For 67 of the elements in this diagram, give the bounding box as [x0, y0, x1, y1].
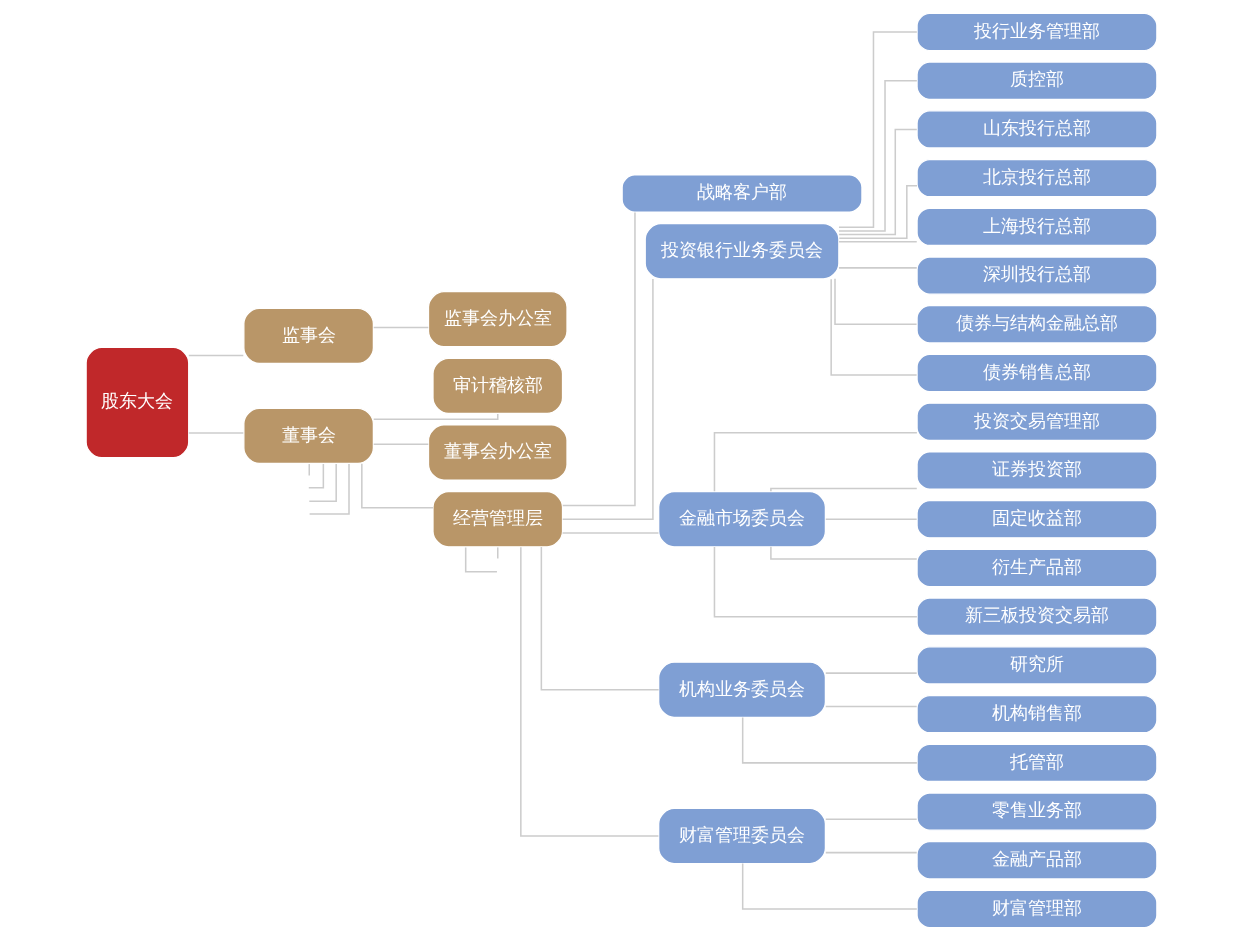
node-box: 机构业务委员会	[657, 661, 826, 718]
node-box: 投资交易管理部	[915, 402, 1157, 441]
node-box: 金融市场委员会	[657, 491, 826, 548]
node-box: 财富管理部	[915, 889, 1157, 929]
connector	[187, 432, 244, 434]
node-box: 财富管理委员会	[657, 807, 826, 865]
node-box: 投资银行业务委员会	[644, 223, 839, 280]
node-box: 监事会	[242, 307, 374, 365]
node-box: 投行业务管理部	[915, 12, 1157, 52]
node-box: 固定收益部	[915, 500, 1157, 539]
connector	[519, 546, 659, 837]
connector	[561, 532, 659, 534]
node-box: 北京投行总部	[915, 158, 1157, 198]
connector	[824, 705, 917, 708]
node-box: 质控部	[915, 61, 1157, 100]
connector	[837, 128, 918, 236]
connector	[837, 241, 918, 243]
connector	[372, 326, 429, 329]
node-box: 债券销售总部	[915, 353, 1157, 393]
connector	[837, 267, 918, 269]
connector	[741, 716, 918, 764]
node-box: 零售业务部	[915, 792, 1157, 831]
node-box: 董事会	[242, 407, 374, 465]
connector	[360, 463, 434, 509]
node-box: 深圳投行总部	[915, 256, 1157, 295]
connector	[837, 79, 918, 232]
connector	[561, 211, 636, 507]
connector	[307, 463, 324, 489]
connector	[308, 463, 337, 503]
node-box: 山东投行总部	[915, 110, 1157, 149]
connector	[496, 546, 499, 560]
connector	[741, 862, 918, 910]
connector	[713, 431, 918, 493]
node-box: 战略客户部	[621, 174, 863, 213]
connector	[561, 278, 654, 520]
node-box: 研究所	[915, 646, 1157, 685]
connector	[824, 672, 917, 674]
connector	[833, 278, 917, 326]
node-box: 衍生产品部	[915, 548, 1157, 588]
connector	[829, 278, 917, 376]
connector	[838, 185, 918, 239]
connector	[824, 818, 917, 821]
node-box: 托管部	[915, 743, 1157, 783]
connector	[824, 851, 917, 854]
connector	[187, 354, 244, 357]
node-box: 证券投资部	[915, 451, 1157, 490]
connector	[540, 546, 659, 691]
node-box: 新三板投资交易部	[915, 597, 1157, 636]
connector	[464, 546, 498, 573]
connector	[308, 463, 350, 515]
connector	[824, 518, 917, 520]
connector	[837, 31, 918, 229]
node-box: 董事会办公室	[427, 424, 568, 481]
node-box: 机构销售部	[915, 694, 1157, 734]
connector	[372, 443, 429, 445]
node-box: 监事会办公室	[427, 291, 568, 348]
node-box: 审计稽核部	[431, 357, 563, 415]
node-box: 股东大会	[85, 346, 189, 459]
connector	[769, 546, 918, 560]
node-box: 金融产品部	[915, 841, 1157, 880]
connector	[308, 463, 310, 477]
connector	[769, 487, 918, 493]
connector	[372, 413, 499, 420]
node-box: 上海投行总部	[915, 207, 1157, 247]
connector	[713, 546, 918, 618]
node-box: 债券与结构金融总部	[915, 305, 1157, 344]
node-box: 经营管理层	[431, 491, 563, 548]
